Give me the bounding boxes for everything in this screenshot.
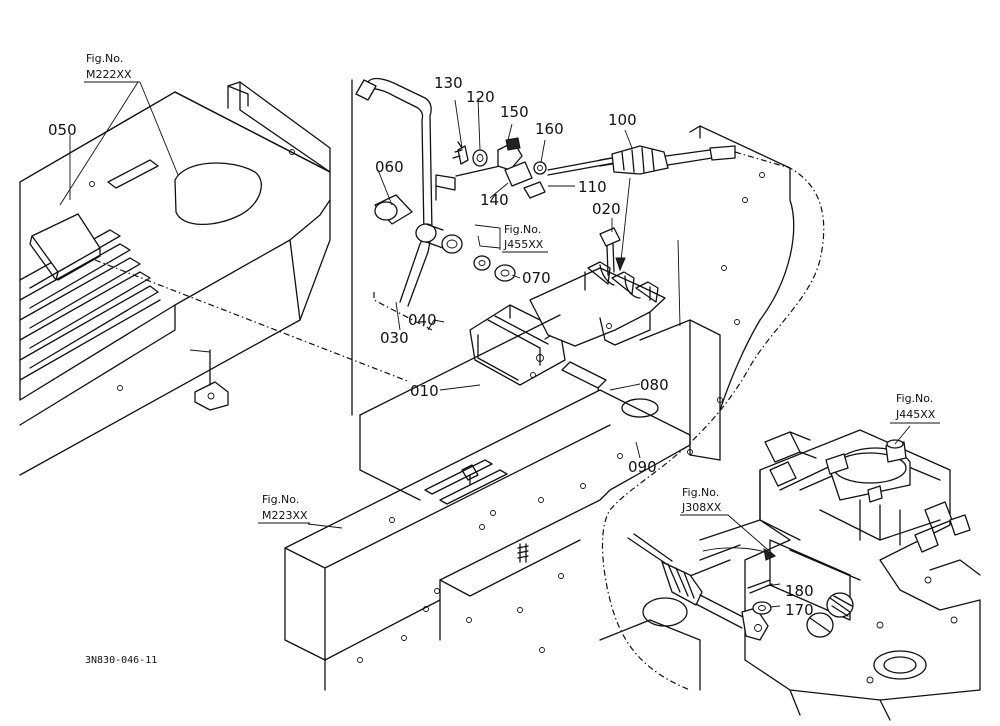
part-label-070: 070 (522, 269, 551, 287)
svg-text:J455XX: J455XX (503, 238, 544, 251)
leader-lines (59, 81, 911, 608)
svg-text:Fig.No.: Fig.No. (682, 486, 719, 499)
chassis-frame (284, 125, 825, 691)
part-label-150: 150 (500, 103, 529, 121)
hydraulic-block (642, 429, 981, 721)
ref-m223xx: Fig.No. M223XX (258, 493, 310, 524)
svg-text:J445XX: J445XX (895, 408, 936, 421)
cable-lower-end (627, 533, 777, 641)
pedal-guide-line (94, 259, 411, 383)
part-label-080: 080 (640, 376, 669, 394)
part-label-040: 040 (408, 311, 437, 329)
svg-text:M223XX: M223XX (262, 509, 308, 522)
svg-text:J308XX: J308XX (681, 501, 722, 514)
part-label-100: 100 (608, 111, 637, 129)
part-label-090: 090 (628, 458, 657, 476)
part-label-130: 130 (434, 74, 463, 92)
part-label-060: 060 (375, 158, 404, 176)
svg-text:Fig.No.: Fig.No. (86, 52, 123, 65)
part-label-170: 170 (785, 601, 814, 619)
svg-text:Fig.No.: Fig.No. (262, 493, 299, 506)
part-label-120: 120 (466, 88, 495, 106)
part-label-110: 110 (578, 178, 607, 196)
part-label-140: 140 (480, 191, 509, 209)
part-label-050: 050 (48, 121, 77, 139)
fender-panel (19, 81, 331, 476)
figure-reference-labels: Fig.No. M222XX Fig.No. J455XX Fig.No. M2… (84, 52, 940, 557)
ref-j455xx: Fig.No. J455XX (502, 223, 548, 253)
part-label-160: 160 (535, 120, 564, 138)
drawing-code: 3N830-046-11 (85, 655, 157, 666)
svg-text:Fig.No.: Fig.No. (504, 223, 541, 236)
ref-j308xx: Fig.No. J308XX (680, 486, 776, 557)
part-label-180: 180 (785, 582, 814, 600)
ref-j445xx: Fig.No. J445XX (890, 392, 940, 424)
svg-text:Fig.No.: Fig.No. (896, 392, 933, 405)
ref-j455-leader (474, 224, 501, 250)
part-label-020: 020 (592, 200, 621, 218)
svg-text:M222XX: M222XX (86, 68, 132, 81)
part-label-030: 030 (380, 329, 409, 347)
ref-m222xx: Fig.No. M222XX (84, 52, 140, 83)
part-number-labels: 050 060 130 120 150 160 100 110 140 020 … (48, 74, 814, 619)
part-label-010: 010 (410, 382, 439, 400)
